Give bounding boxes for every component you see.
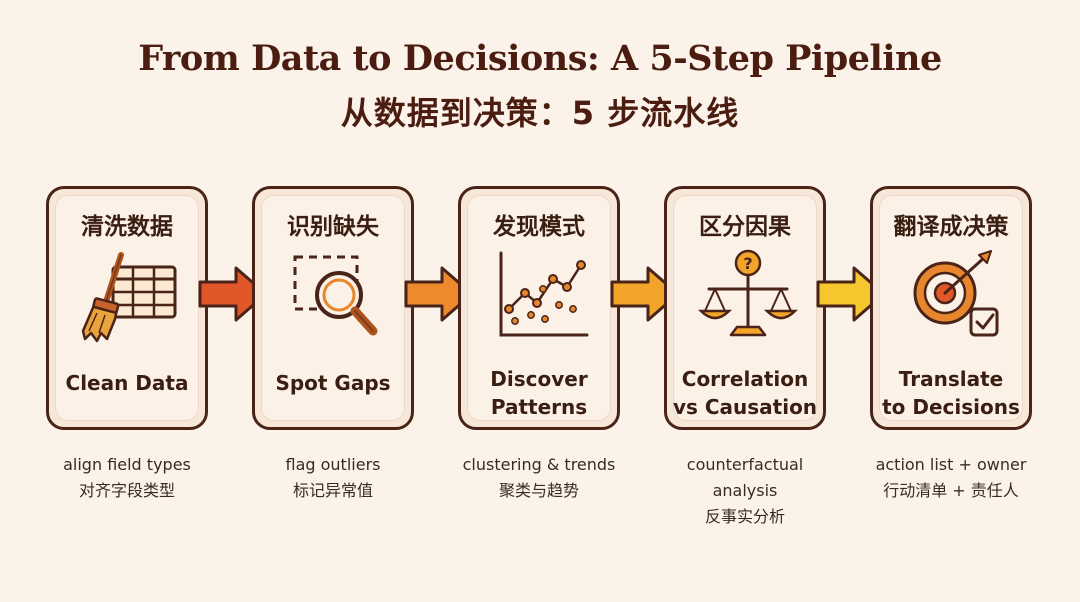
flow-arrow-3 (610, 266, 680, 322)
step-card-spot-gaps: 识别缺失 Spot Gaps (252, 186, 414, 430)
flow-arrow-2 (404, 266, 474, 322)
magnifier-gap-icon (293, 255, 378, 336)
description-line: clustering & trends (462, 455, 616, 474)
step-card-discover-patterns: 发现模式 Discover Patterns (458, 186, 620, 430)
description-line: 对齐字段类型 (78, 481, 175, 500)
step-card-correlation-causation: 区分因果 ? Correlation vs Causation (664, 186, 826, 430)
description-line: flag outliers (285, 455, 381, 474)
flow-arrow-4 (816, 266, 886, 322)
step-description-2: flag outliers 标记异常值 (233, 452, 433, 504)
step-title-zh: 翻译成决策 (893, 214, 1009, 240)
step-title-en: Clean Data (65, 371, 189, 395)
step-title-en: Translate to Decisions (882, 367, 1020, 419)
target-check-icon (913, 250, 999, 337)
step-title-en: Spot Gaps (275, 371, 391, 395)
step-title-zh: 发现模式 (493, 214, 585, 240)
step-description-3: clustering & trends 聚类与趋势 (439, 452, 639, 504)
step-title-zh: 区分因果 (699, 214, 791, 240)
title-chinese: 从数据到决策：5 步流水线 (340, 94, 740, 132)
svg-text:?: ? (743, 254, 752, 273)
flow-arrow-1 (198, 266, 268, 322)
description-line: align field types (63, 455, 191, 474)
scatter-trend-icon (499, 251, 589, 337)
description-line: analysis (712, 481, 778, 500)
step-title-zh: 识别缺失 (287, 214, 379, 240)
step-title-zh: 清洗数据 (81, 214, 173, 240)
broom-table-icon (81, 252, 177, 343)
step-description-4: counterfactual analysis 反事实分析 (645, 452, 845, 530)
description-line: 行动清单 + 责任人 (883, 481, 1019, 500)
balance-scale-icon: ? (697, 249, 799, 337)
step-card-translate-decisions: 翻译成决策 Translate to Decisions (870, 186, 1032, 430)
step-description-1: align field types 对齐字段类型 (27, 452, 227, 504)
step-card-clean-data: 清洗数据 Clean Data (46, 186, 208, 430)
description-line: 标记异常值 (292, 481, 373, 500)
description-line: 反事实分析 (704, 507, 785, 526)
description-line: action list + owner (875, 455, 1027, 474)
step-title-en: Discover Patterns (490, 367, 588, 419)
step-title-en: Correlation vs Causation (672, 367, 818, 419)
description-line: 聚类与趋势 (498, 481, 579, 500)
title-english: From Data to Decisions: A 5-Step Pipelin… (138, 38, 942, 79)
description-line: counterfactual (686, 455, 804, 474)
step-description-5: action list + owner 行动清单 + 责任人 (851, 452, 1051, 504)
